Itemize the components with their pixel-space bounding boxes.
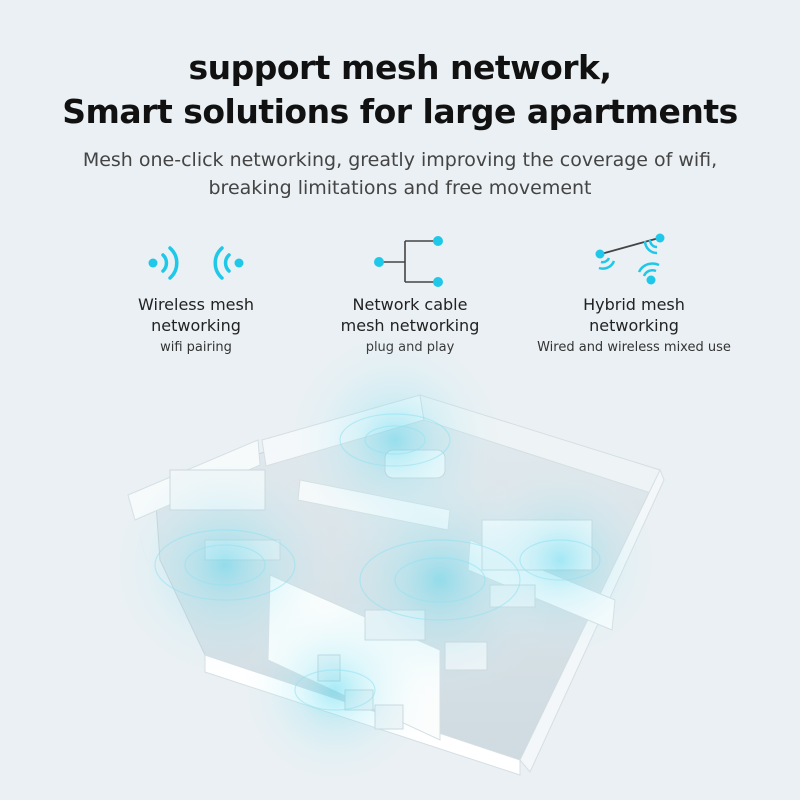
network-cable-icon — [280, 230, 540, 294]
wifi-pairing-icon — [66, 230, 326, 294]
feature-title-line-1: Hybrid mesh — [583, 295, 685, 314]
coverage-wave-balcony — [240, 595, 430, 785]
feature-hybrid-mesh: Hybrid mesh networking Wired and wireles… — [504, 230, 764, 358]
feature-title-line-1: Network cable — [352, 295, 468, 314]
headline-line-2: Smart solutions for large apartments — [62, 92, 738, 131]
feature-title-line-2: networking — [151, 316, 241, 335]
coverage-wave-bedroom — [460, 460, 660, 660]
subtitle-line-1: Mesh one-click networking, greatly impro… — [82, 149, 718, 171]
headline-line-1: support mesh network, — [188, 48, 612, 87]
subtitle-line-2: breaking limitations and free movement — [208, 177, 592, 199]
feature-caption: Wired and wireless mixed use — [537, 340, 731, 355]
feature-title-line-1: Wireless mesh — [138, 295, 254, 314]
feature-wireless-mesh: Wireless mesh networking wifi pairing — [66, 230, 326, 358]
apartment-floorplan-illustration — [110, 330, 665, 785]
feature-title-line-2: mesh networking — [340, 316, 480, 335]
hybrid-mesh-icon — [504, 230, 764, 294]
feature-caption: wifi pairing — [160, 340, 232, 355]
feature-title-line-2: networking — [589, 316, 679, 335]
